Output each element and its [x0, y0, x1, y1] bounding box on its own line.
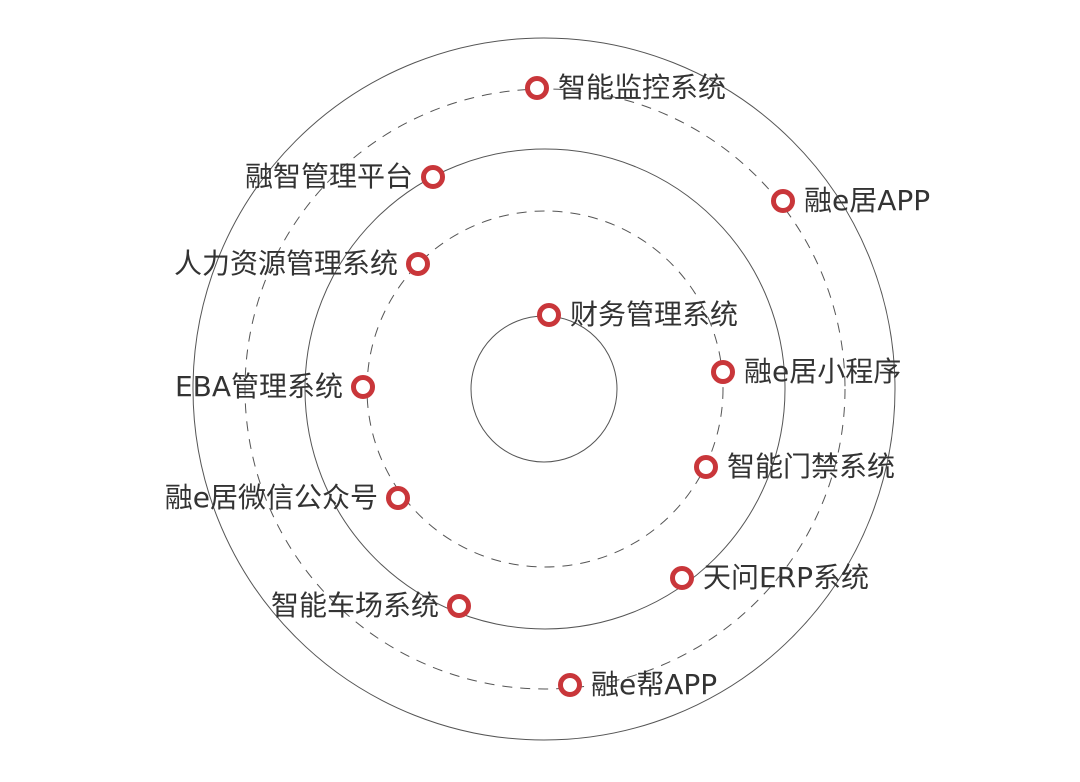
node-label: 融e居APP	[804, 184, 931, 217]
node-marker-icon	[694, 455, 718, 479]
node-marker-icon	[558, 673, 582, 697]
node-marker-icon	[711, 360, 735, 384]
node-label: 天问ERP系统	[703, 561, 870, 594]
node-label: 融e帮APP	[591, 668, 718, 701]
node-marker-icon	[351, 375, 375, 399]
node-marker-icon	[406, 252, 430, 276]
node-label: 融e居小程序	[744, 355, 902, 388]
node-marker-icon	[421, 165, 445, 189]
ring-solid-middle	[304, 148, 786, 630]
node-marker-icon	[525, 76, 549, 100]
node-marker-icon	[771, 189, 795, 213]
node-label: 智能车场系统	[270, 589, 439, 622]
node-marker-icon	[670, 566, 694, 590]
ring-core	[470, 315, 618, 463]
node-label: 融e居微信公众号	[164, 481, 378, 514]
node-label: 财务管理系统	[570, 298, 739, 331]
node-label: 融智管理平台	[244, 160, 413, 193]
ring-solid-outer	[192, 37, 896, 741]
node-label: EBA管理系统	[174, 370, 343, 403]
node-marker-icon	[386, 486, 410, 510]
node-marker-icon	[447, 594, 471, 618]
node-label: 智能监控系统	[558, 71, 727, 104]
node-label: 人力资源管理系统	[173, 247, 398, 280]
node-label: 智能门禁系统	[727, 450, 896, 483]
node-marker-icon	[537, 303, 561, 327]
